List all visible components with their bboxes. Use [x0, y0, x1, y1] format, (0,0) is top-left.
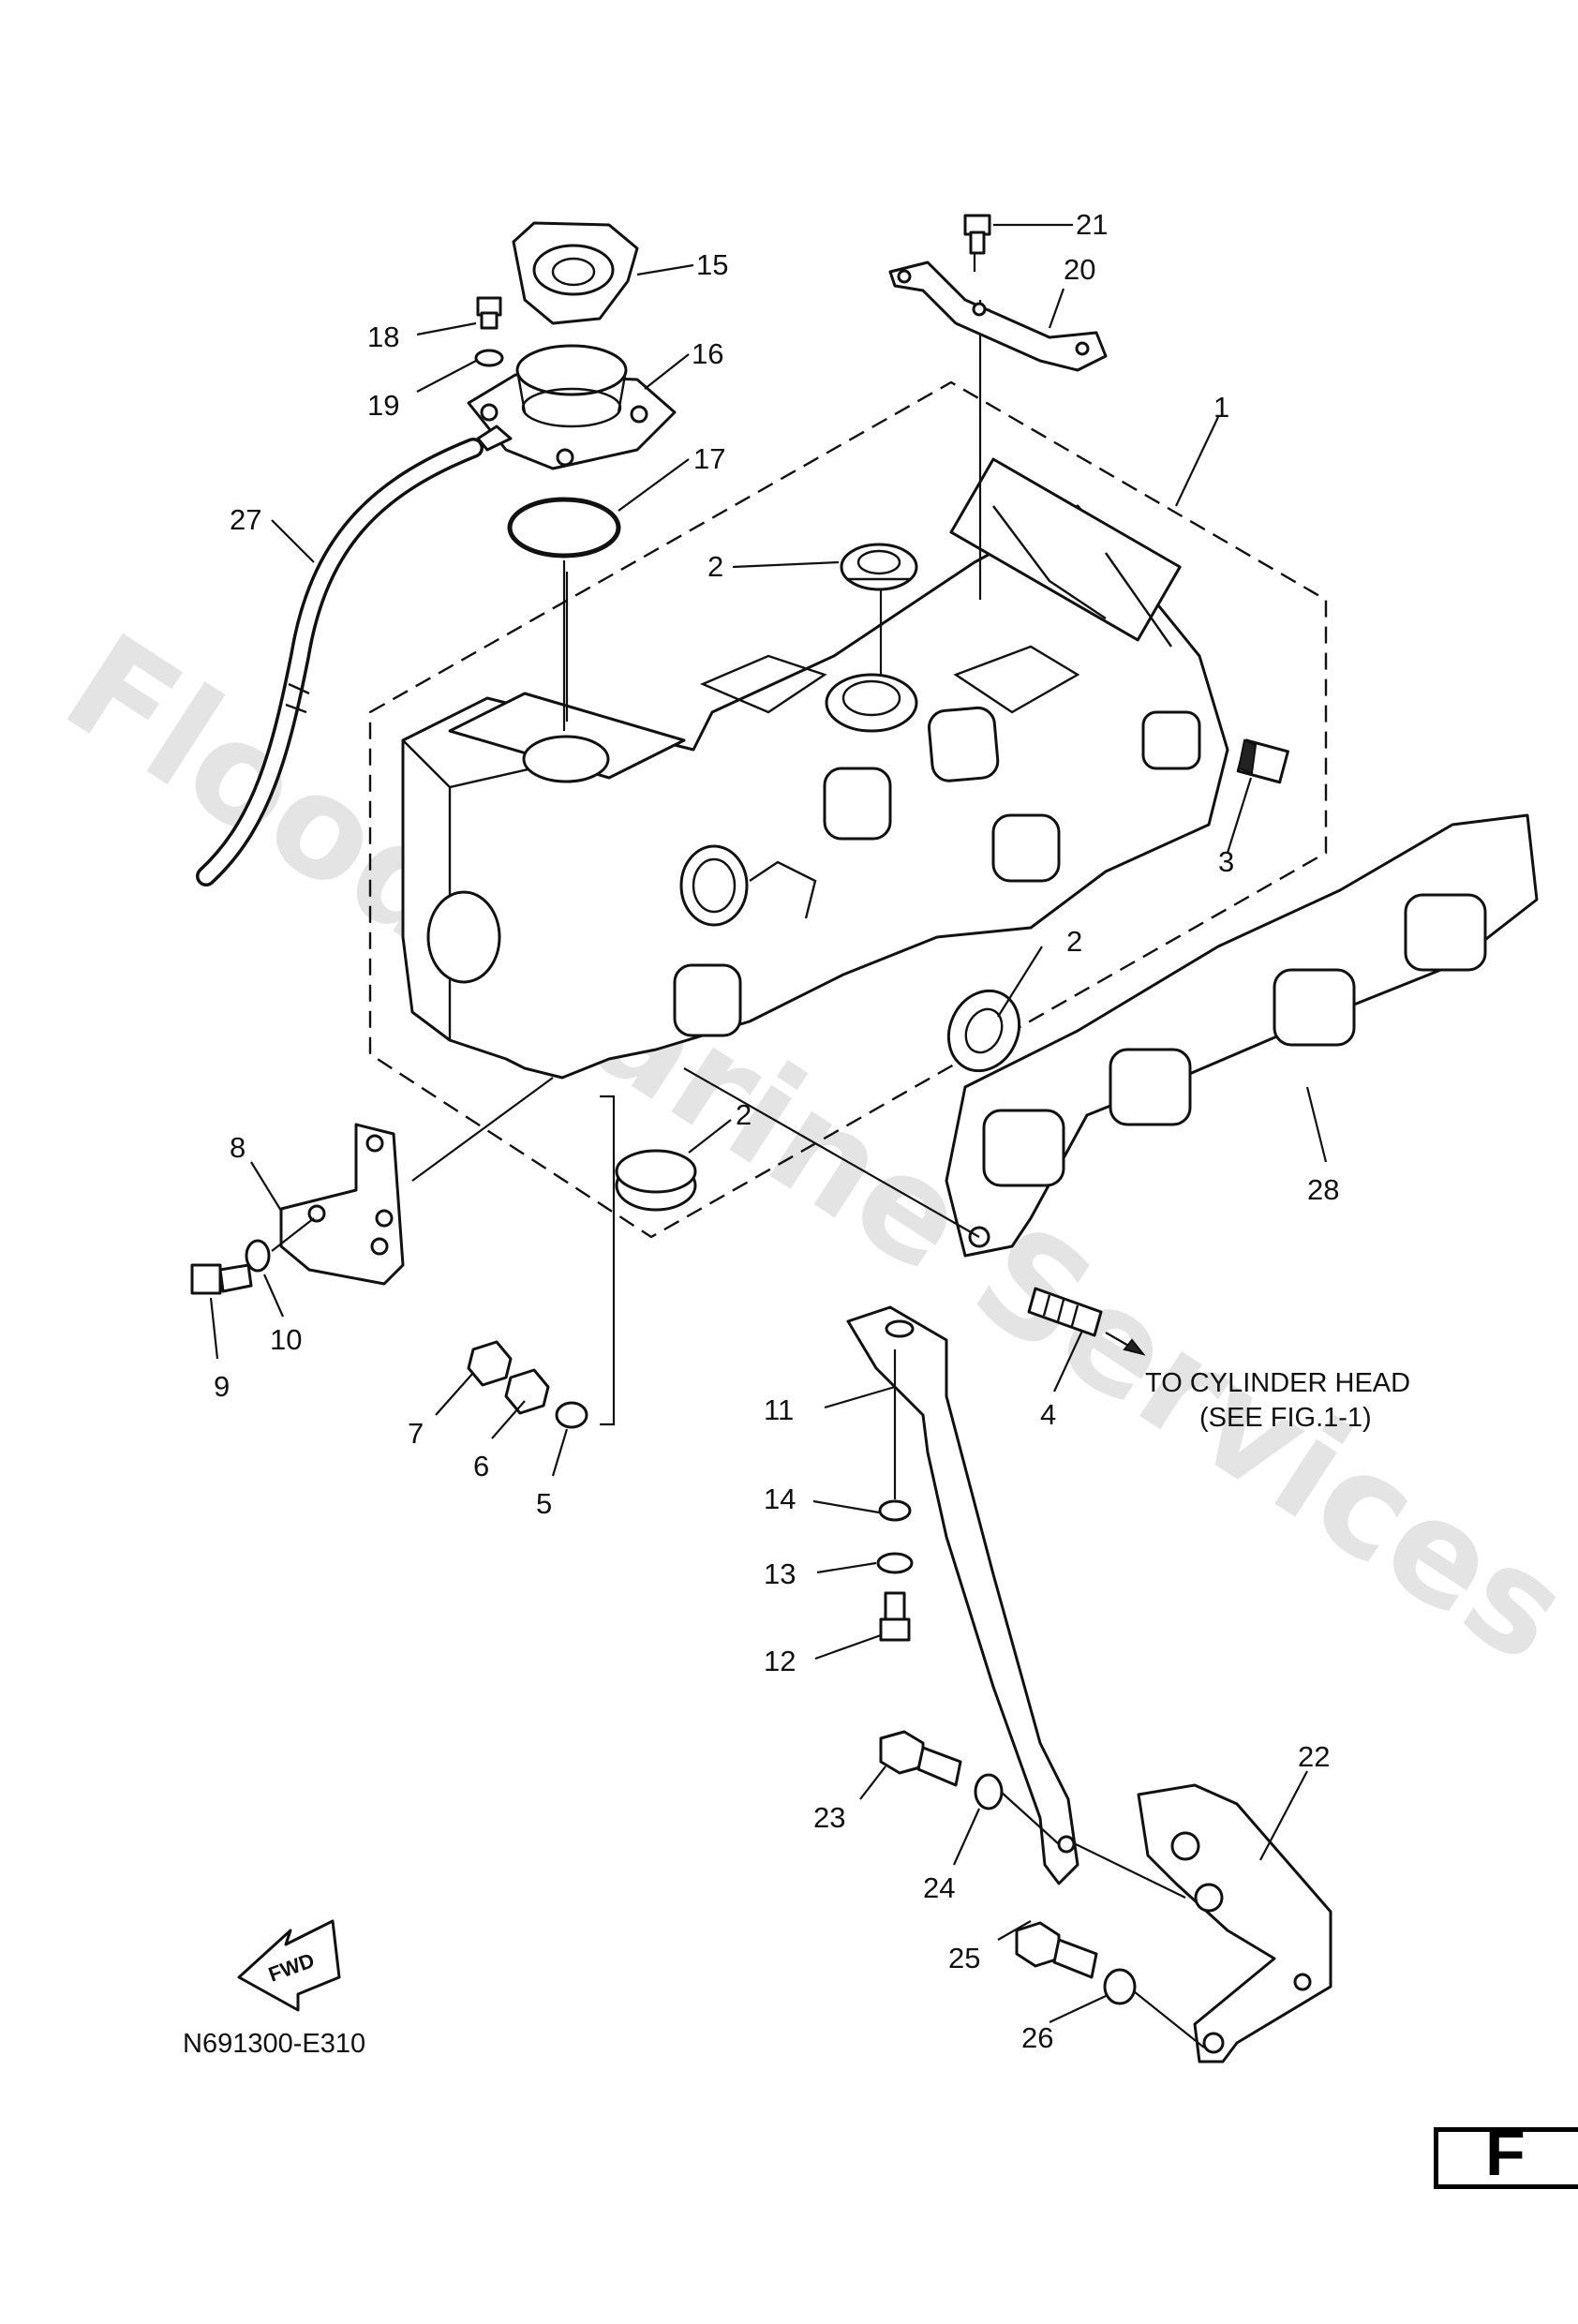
- part-23-bolt: [879, 1730, 962, 1787]
- part-10-washer: [245, 1239, 271, 1273]
- figure-label-box: [1434, 2127, 1578, 2189]
- callout-8: 8: [230, 1131, 246, 1164]
- part-18-bolt: [476, 296, 502, 330]
- callout-21: 21: [1076, 208, 1108, 241]
- part-21-bolt: [963, 214, 991, 255]
- callout-11: 11: [764, 1393, 794, 1426]
- leader-lines: [209, 223, 1328, 2023]
- callout-4: 4: [1040, 1398, 1056, 1431]
- part-5-washer: [555, 1401, 588, 1429]
- callout-19: 19: [367, 389, 399, 422]
- part-25-bolt: [1015, 1921, 1098, 1979]
- callout-15: 15: [696, 248, 728, 281]
- part-22-bracket: [1137, 1783, 1332, 2063]
- callout-27: 27: [230, 503, 261, 536]
- part-14-washer: [878, 1499, 912, 1522]
- callout-1: 1: [1213, 391, 1229, 424]
- callout-2-side: 2: [1066, 925, 1082, 958]
- part-7-nut: [467, 1340, 513, 1387]
- part-3-drain-plug: [1236, 738, 1289, 784]
- part-17-o-ring: [507, 497, 621, 559]
- callout-20: 20: [1064, 253, 1095, 286]
- part-11-support: [846, 1305, 1079, 1885]
- part-12-bolt: [879, 1591, 911, 1642]
- callout-16: 16: [692, 337, 723, 370]
- part-20-bracket: [888, 261, 1108, 372]
- fwd-arrow-icon: [237, 1919, 341, 2012]
- part-15-cap: [512, 221, 639, 325]
- part-6-nut: [504, 1368, 550, 1415]
- part-16-filler-neck: [467, 344, 677, 470]
- callout-labels: 1 2 2 2 3 4 5 6 7 8 9 10 11 12 13 14 15 …: [214, 208, 1339, 2054]
- callout-24: 24: [923, 1871, 955, 1904]
- callout-2-bottom: 2: [736, 1098, 752, 1131]
- callout-7: 7: [408, 1417, 424, 1450]
- callout-25: 25: [948, 1942, 980, 1974]
- part-13-washer: [876, 1552, 914, 1574]
- assembly-outline: [368, 380, 1328, 1239]
- callout-28: 28: [1307, 1173, 1339, 1206]
- callout-10: 10: [270, 1323, 302, 1356]
- callout-12: 12: [764, 1645, 796, 1677]
- note-line-1: TO CYLINDER HEAD: [1145, 1368, 1410, 1398]
- callout-3: 3: [1218, 845, 1234, 878]
- part-2-plug-top: [840, 543, 918, 591]
- exhaust-manifold-body: [401, 457, 1229, 1080]
- callout-9: 9: [214, 1370, 230, 1403]
- callout-17: 17: [693, 442, 725, 475]
- callout-6: 6: [473, 1450, 489, 1482]
- part-8-bracket: [279, 1123, 405, 1286]
- callout-14: 14: [764, 1482, 796, 1515]
- callout-26: 26: [1021, 2021, 1053, 2054]
- callout-2-top: 2: [707, 550, 723, 583]
- callout-18: 18: [367, 320, 399, 353]
- part-26-washer: [1103, 1968, 1137, 2005]
- callout-13: 13: [764, 1557, 796, 1590]
- callout-23: 23: [813, 1801, 845, 1834]
- part-9-bolt: [190, 1263, 253, 1295]
- part-19-washer: [474, 349, 504, 367]
- part-28-gasket: [945, 813, 1539, 1258]
- part-4-stud: [1027, 1287, 1103, 1337]
- callout-22: 22: [1298, 1740, 1330, 1773]
- callout-5: 5: [536, 1487, 552, 1520]
- part-2-plug-bottom: [615, 1149, 697, 1212]
- figure-label: F: [1485, 2116, 1526, 2189]
- part-24-washer: [974, 1773, 1004, 1810]
- diagram-code: N691300-E310: [183, 2029, 365, 2059]
- note-line-2: (SEE FIG.1-1): [1199, 1403, 1372, 1433]
